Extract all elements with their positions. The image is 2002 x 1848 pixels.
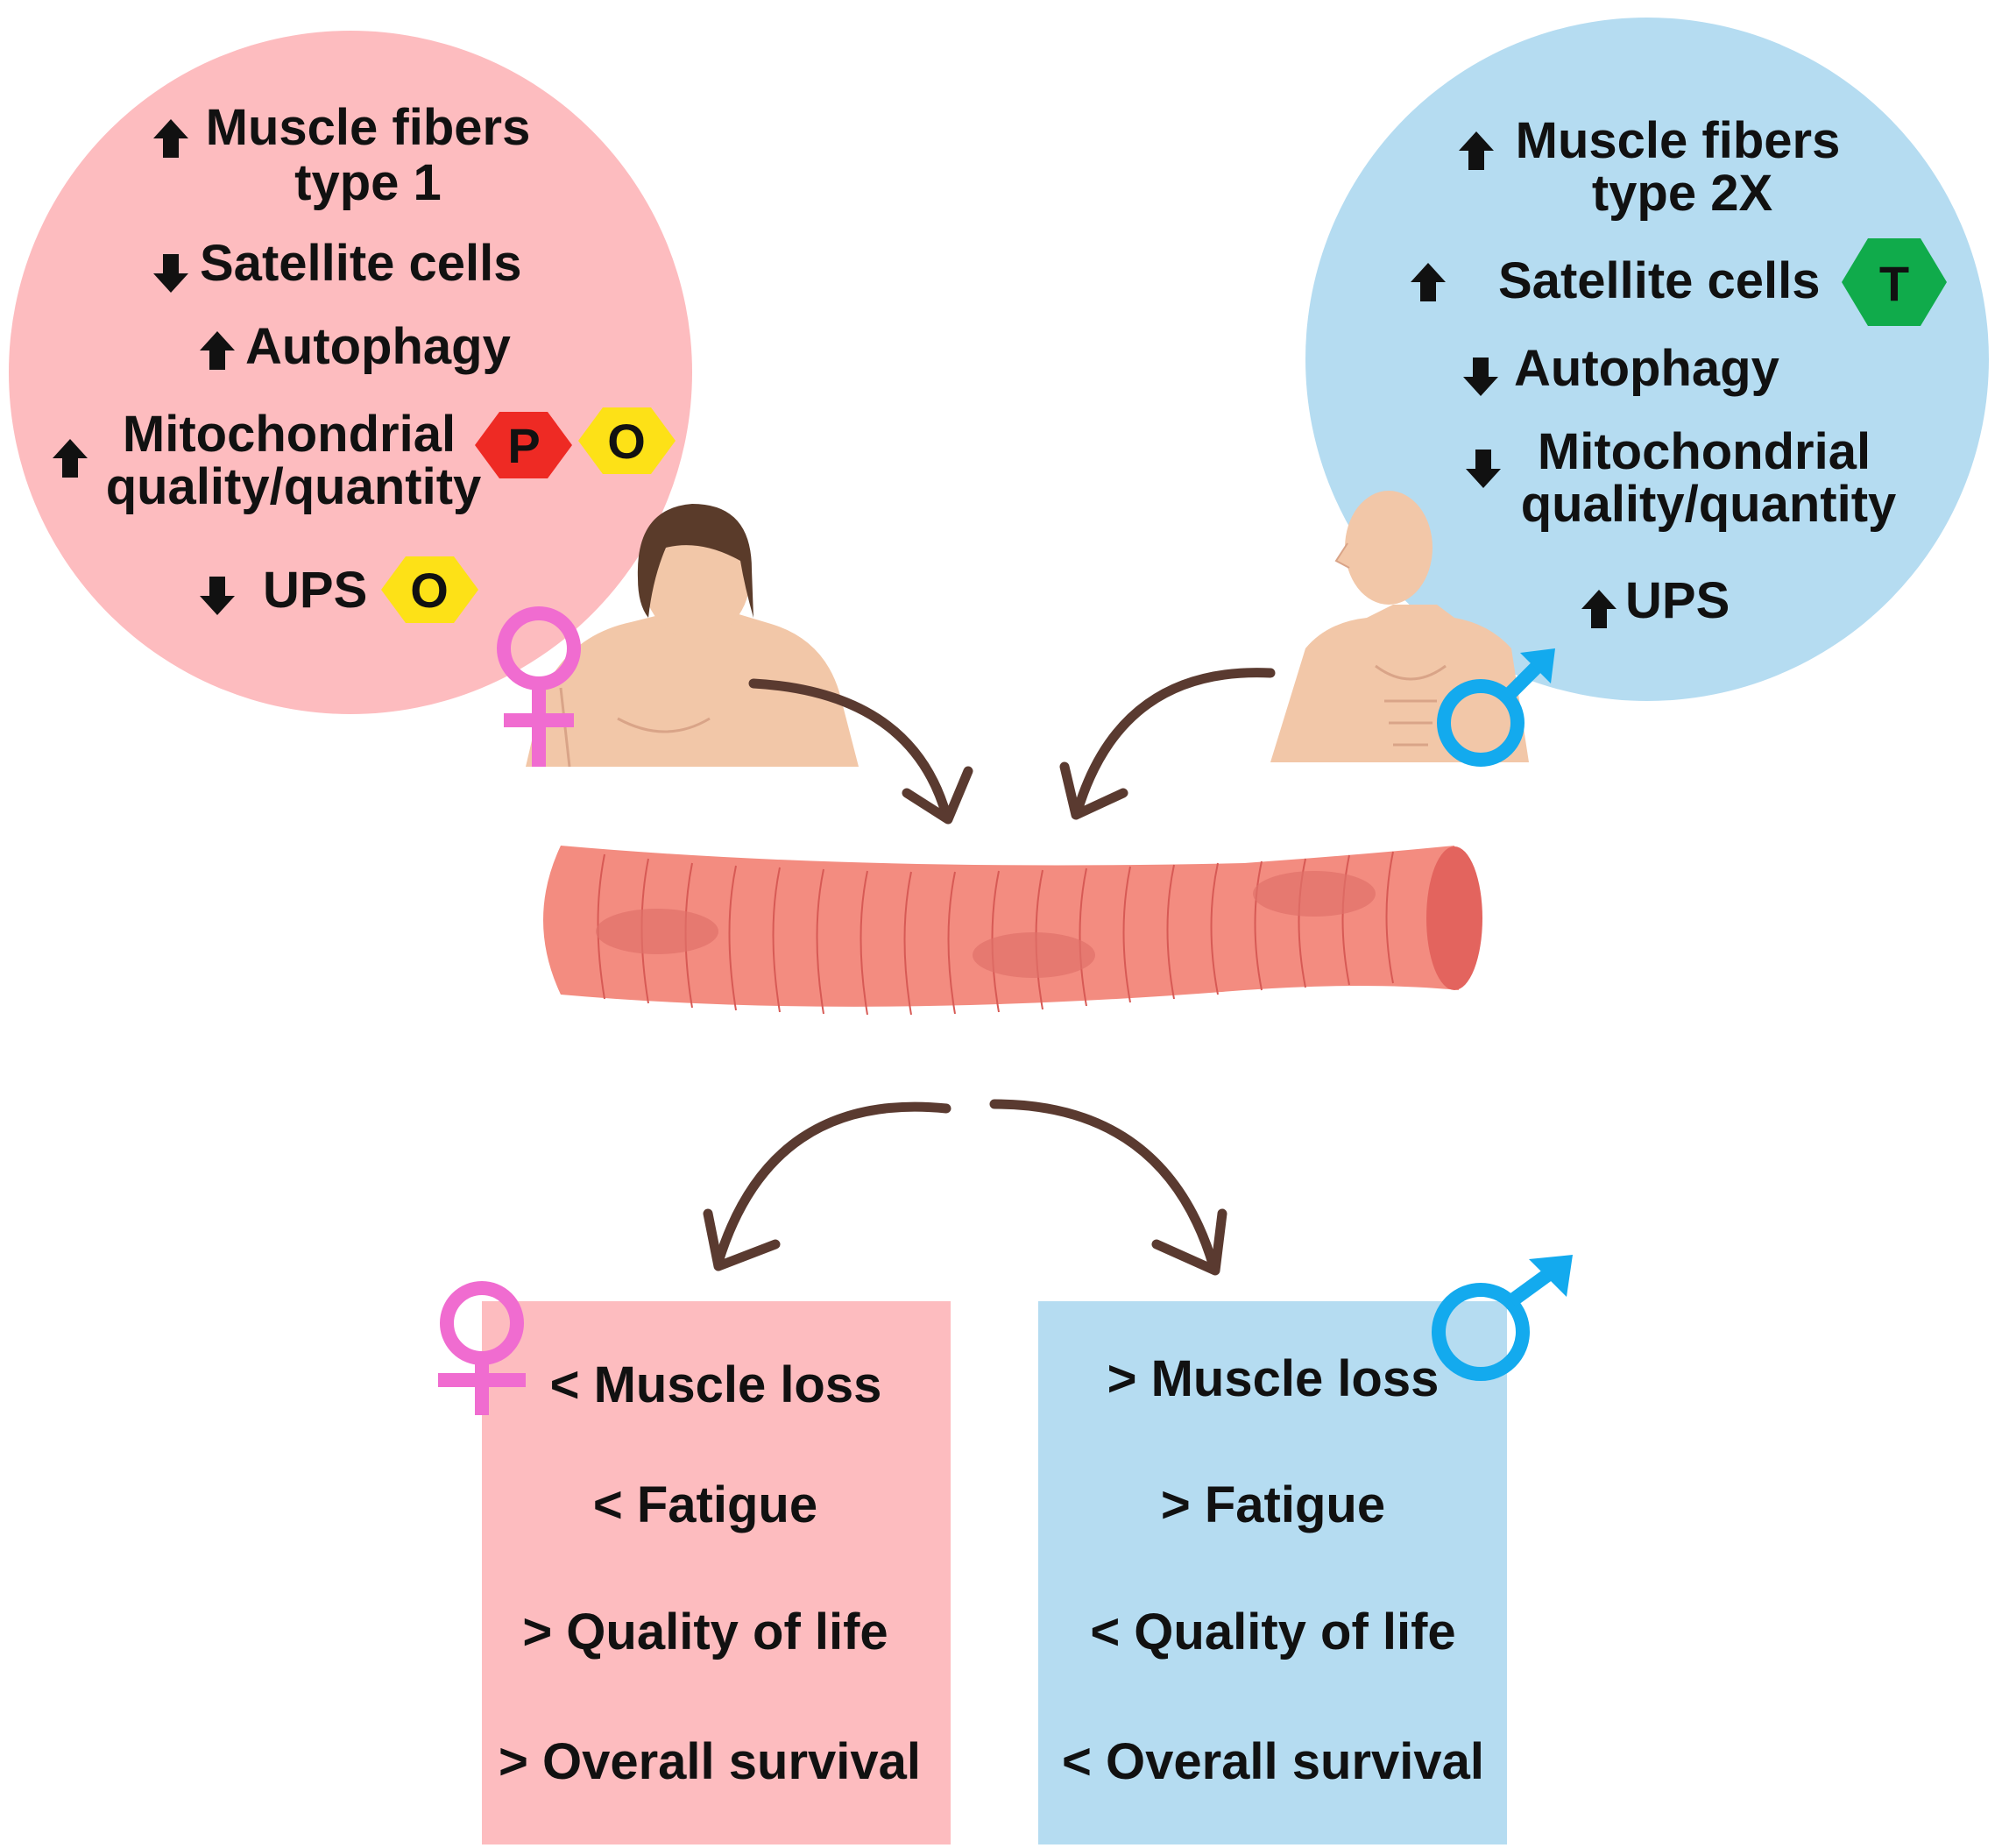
male-outcome-item: < Overall survival [1062, 1733, 1484, 1790]
female-ups-label: UPS [263, 562, 367, 619]
female-mito-line1: Mitochondrial [123, 406, 456, 463]
male-circle-bg [1305, 18, 1989, 701]
male-symbol-icon [1432, 1255, 1573, 1381]
badge-o-label: O [607, 414, 646, 469]
male-figure [1270, 491, 1529, 762]
female-outcome-item: < Fatigue [593, 1476, 817, 1533]
hexagon-badge-icon: T [1842, 238, 1947, 326]
female-fibers-line1: Muscle fibers [206, 99, 531, 156]
hexagon-badge-icon: O [578, 407, 676, 474]
female-circle: Muscle fibers type 1 Satellite cells Aut… [9, 31, 692, 714]
male-fibers-line2: type 2X [1592, 165, 1773, 222]
female-satellite-label: Satellite cells [200, 235, 522, 292]
muscle-fiber [543, 846, 1482, 1016]
badge-p-label: P [507, 418, 540, 473]
male-outcome-item: < Quality of life [1090, 1604, 1455, 1660]
female-symbol-icon [438, 1281, 526, 1415]
female-symbol-icon [497, 606, 581, 767]
female-fibers-line2: type 1 [294, 154, 442, 211]
male-symbol-icon [1437, 648, 1555, 767]
male-mito-line1: Mitochondrial [1538, 423, 1871, 480]
female-autophagy-label: Autophagy [245, 318, 511, 375]
hexagon-badge-icon: P [475, 412, 572, 478]
arrow-muscle-to-female-outcome [703, 1101, 951, 1271]
hexagon-badge-icon: O [381, 556, 478, 623]
male-outcome-item: > Muscle loss [1107, 1350, 1440, 1407]
female-outcome-box: < Muscle loss < Fatigue > Quality of lif… [482, 1301, 951, 1844]
badge-t-label: T [1879, 256, 1909, 311]
male-ups-label: UPS [1625, 572, 1730, 629]
male-outcome-box: > Muscle loss > Fatigue < Quality of lif… [1038, 1301, 1507, 1844]
female-outcome-bg [482, 1301, 951, 1844]
badge-o-label: O [410, 563, 449, 618]
male-outcome-bg [1038, 1301, 1507, 1844]
arrow-male-to-muscle [1059, 668, 1276, 820]
female-figure [526, 504, 859, 768]
male-autophagy-label: Autophagy [1514, 340, 1779, 397]
male-satellite-label: Satellite cells [1498, 252, 1821, 309]
male-fibers-line1: Muscle fibers [1516, 112, 1841, 169]
male-outcome-item: > Fatigue [1161, 1476, 1385, 1533]
female-outcome-item: > Quality of life [522, 1604, 888, 1660]
female-circle-bg [9, 31, 692, 714]
female-mito-line2: quality/quantity [106, 458, 482, 515]
female-outcome-item: < Muscle loss [550, 1356, 882, 1413]
arrow-muscle-to-male-outcome [989, 1099, 1227, 1276]
female-outcome-item: > Overall survival [499, 1733, 921, 1790]
arrow-female-to-muscle [748, 678, 973, 825]
male-circle: Muscle fibers type 2X Satellite cells T … [1305, 18, 1989, 701]
male-mito-line2: quality/quantity [1521, 476, 1897, 533]
